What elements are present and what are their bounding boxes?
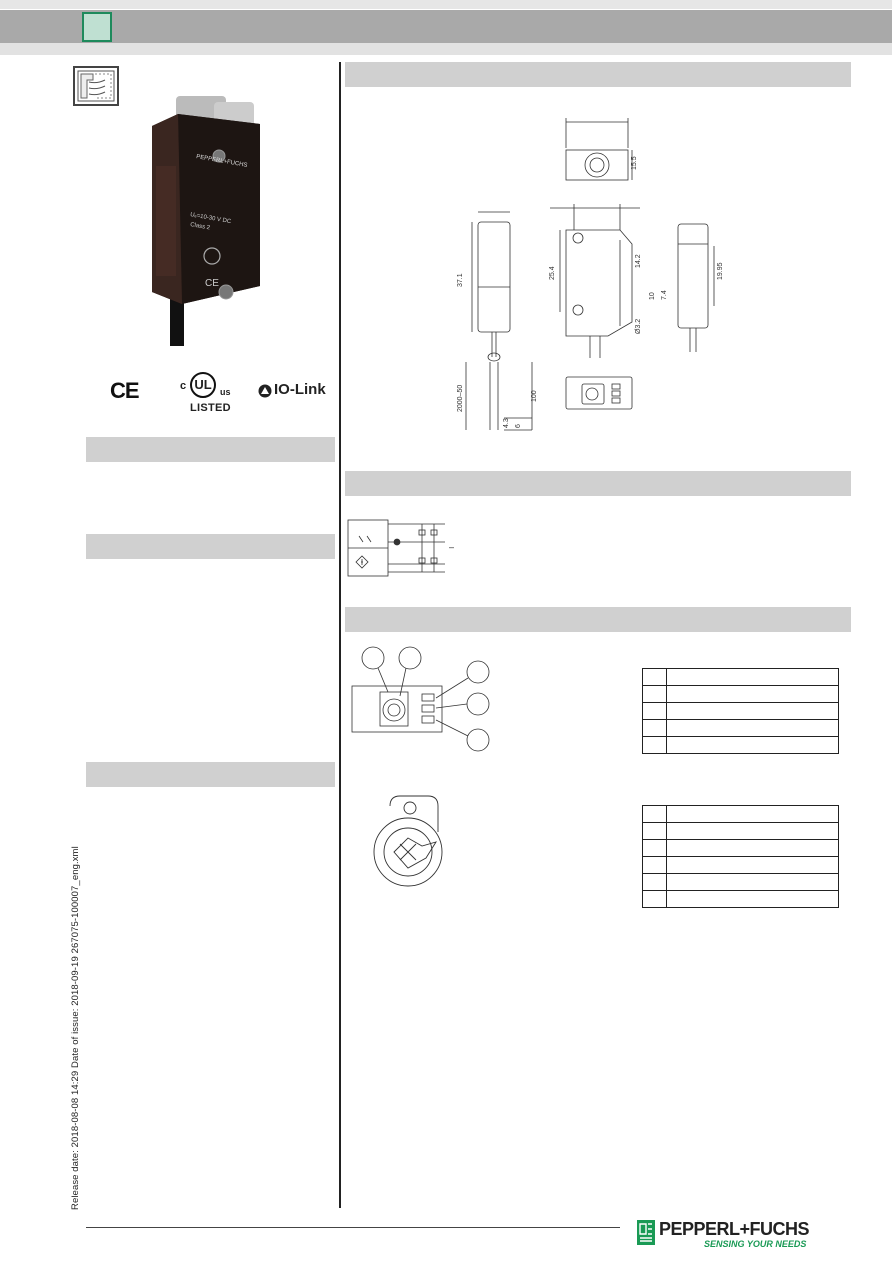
- table-row: [642, 839, 839, 857]
- header-green-square: [82, 12, 112, 42]
- table-row: [642, 719, 839, 737]
- release-info-text: Release date: 2018-08-08 14:29 Date of i…: [70, 846, 81, 1210]
- dim-100: 100: [531, 390, 538, 402]
- left-section-bar-1: [86, 437, 335, 462]
- header-top-line: [0, 0, 892, 9]
- dim-cable-length: 2000–50: [457, 385, 464, 412]
- brand-mark-icon: [637, 1220, 655, 1245]
- iolink-symbol-icon: [258, 384, 272, 398]
- ul-us: us: [220, 387, 231, 397]
- ce-logo: CE: [110, 378, 140, 403]
- iolink-logo: IO-Link: [258, 381, 338, 401]
- dim-37-1: 37.1: [457, 273, 464, 287]
- ul-listed-logo: c UL us LISTED: [180, 372, 244, 418]
- dim-10: 10: [649, 292, 656, 300]
- left-section-bar-2: [86, 534, 335, 559]
- ul-mark: UL: [190, 372, 216, 398]
- wiring-diagram: –: [345, 514, 485, 580]
- indicator-view: [348, 644, 498, 754]
- column-divider: [339, 62, 341, 1208]
- sensor-type-icon: [73, 66, 119, 106]
- table-row: [642, 856, 839, 874]
- product-class-label: Class 2: [190, 222, 211, 231]
- brand-name: PEPPERL+FUCHS: [659, 1219, 810, 1239]
- header-band: [0, 0, 892, 56]
- ul-listed: LISTED: [190, 402, 231, 414]
- brand-slogan: SENSING YOUR NEEDS: [704, 1239, 807, 1249]
- iolink-text: IO-Link: [274, 381, 326, 398]
- table-row: [642, 805, 839, 823]
- dimensions-section-bar: [345, 62, 851, 87]
- ul-c: c: [180, 380, 187, 392]
- footer-line: [86, 1227, 620, 1228]
- dim-7-4: 7.4: [661, 290, 668, 300]
- table-row: [642, 736, 839, 754]
- switch-table: [642, 805, 839, 908]
- dim-6: 6: [515, 424, 522, 428]
- pinout-section-bar: [345, 607, 851, 632]
- table-row: [642, 873, 839, 891]
- electrical-section-bar: [345, 471, 851, 496]
- dim-dia-3-2: Ø3.2: [635, 319, 642, 334]
- left-section-bar-3: [86, 762, 335, 787]
- table-row: [642, 890, 839, 908]
- dim-14-2: 14.2: [635, 254, 642, 268]
- wiring-minus-label: –: [449, 542, 455, 552]
- dim-4-3: 4.3: [503, 418, 510, 428]
- table-row: [642, 668, 839, 686]
- header-bar: [0, 10, 892, 43]
- dimension-drawing: 15.5 37.1 2000–50 100 4.3 6: [440, 112, 740, 447]
- header-bottom-line: [0, 43, 892, 55]
- indicator-table: [642, 668, 839, 754]
- product-photo: PEPPERL+FUCHS Uₑ=10-30 V DC Class 2 CE: [142, 96, 262, 346]
- table-row: [642, 702, 839, 720]
- dim-25-4: 25.4: [549, 266, 556, 280]
- dim-15-5: 15.5: [631, 156, 638, 170]
- product-ce-mark: CE: [205, 278, 219, 289]
- dim-19-95: 19.95: [717, 262, 724, 280]
- table-row: [642, 685, 839, 703]
- table-row: [642, 822, 839, 840]
- rotary-switch-view: [370, 792, 450, 892]
